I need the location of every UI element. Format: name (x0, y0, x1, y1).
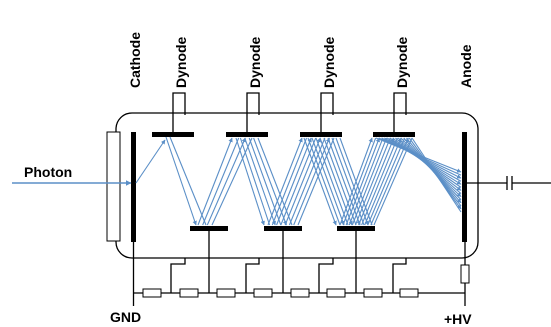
electron-beam (297, 137, 335, 226)
electron-beam (244, 137, 276, 226)
electron-beam (248, 137, 282, 226)
electron-beams (135, 136, 462, 226)
electron-beam (342, 137, 377, 226)
electron-beam (135, 139, 166, 184)
dynode-3-lead (246, 92, 260, 132)
load-resistor (460, 264, 470, 284)
electron-beam (276, 137, 312, 226)
cathode-plate (131, 132, 136, 242)
resistor-7 (363, 288, 383, 298)
bottom-dynodes (190, 226, 375, 293)
electron-beam (267, 137, 303, 226)
dynode-label-2: Dynode (247, 36, 263, 88)
electron-beam (323, 137, 357, 226)
electron-beam (202, 137, 240, 226)
dynode-7-lead (393, 92, 407, 132)
electron-beam (307, 137, 341, 226)
electron-beam (315, 137, 349, 226)
anode-label: Anode (458, 44, 474, 88)
electron-beam (411, 137, 462, 213)
output-capacitor (467, 176, 551, 190)
dynode-5-lead (320, 92, 334, 132)
voltage-divider (132, 242, 470, 306)
electron-beam (351, 137, 388, 226)
dynode-1-lead (172, 92, 186, 132)
anode-plate (462, 132, 467, 242)
resistor-4 (253, 288, 273, 298)
electron-beam (211, 137, 253, 226)
electron-beam (367, 137, 406, 226)
dynode-6 (337, 226, 375, 231)
resistor-3 (216, 288, 236, 298)
dynode-3 (226, 132, 268, 137)
dynode-2 (190, 226, 228, 231)
electron-beam (331, 137, 365, 226)
dynode-1 (152, 132, 194, 137)
electron-beam (358, 137, 395, 226)
tube-window (106, 131, 121, 242)
resistor-5 (290, 288, 310, 298)
dynode-5 (300, 132, 342, 137)
electron-beam (345, 137, 380, 226)
electron-beam (335, 137, 369, 226)
resistor-2 (179, 288, 199, 298)
dynode-label-4: Dynode (394, 36, 410, 88)
electron-beam (169, 136, 207, 226)
electron-beam (293, 137, 330, 226)
hv-label: +HV (444, 311, 472, 327)
cathode-label: Cathode (127, 32, 143, 88)
electron-beam (253, 137, 288, 226)
electron-beam (339, 137, 373, 226)
electron-beam (235, 137, 265, 226)
electron-beam (303, 137, 337, 226)
electron-beam (348, 137, 384, 226)
electron-beam (257, 137, 293, 226)
electron-beam (311, 137, 345, 226)
electron-beam (373, 137, 413, 226)
resistor-1 (142, 288, 162, 298)
resistor-6 (326, 288, 346, 298)
electron-beam (239, 137, 271, 226)
electron-beam (361, 137, 398, 226)
electron-beam (280, 137, 317, 226)
electron-beam (271, 137, 308, 226)
resistor-8 (399, 288, 419, 298)
photon-label: Photon (24, 164, 72, 180)
electron-beam (206, 137, 246, 226)
electron-beam (288, 137, 326, 226)
electron-beam (354, 137, 391, 226)
dynode-7 (373, 132, 415, 137)
electron-beam (370, 137, 409, 226)
dynode-label-1: Dynode (173, 36, 189, 88)
dynode-label-3: Dynode (321, 36, 337, 88)
top-dynodes (152, 92, 415, 137)
electron-beam (197, 137, 233, 226)
gnd-label: GND (110, 309, 141, 325)
electron-beam (284, 137, 321, 226)
electron-beam (327, 137, 361, 226)
divider-taps (170, 258, 407, 293)
electron-beam (364, 137, 402, 226)
electron-beam (319, 137, 353, 226)
dynode-4 (264, 226, 302, 231)
electron-beam (165, 136, 197, 226)
